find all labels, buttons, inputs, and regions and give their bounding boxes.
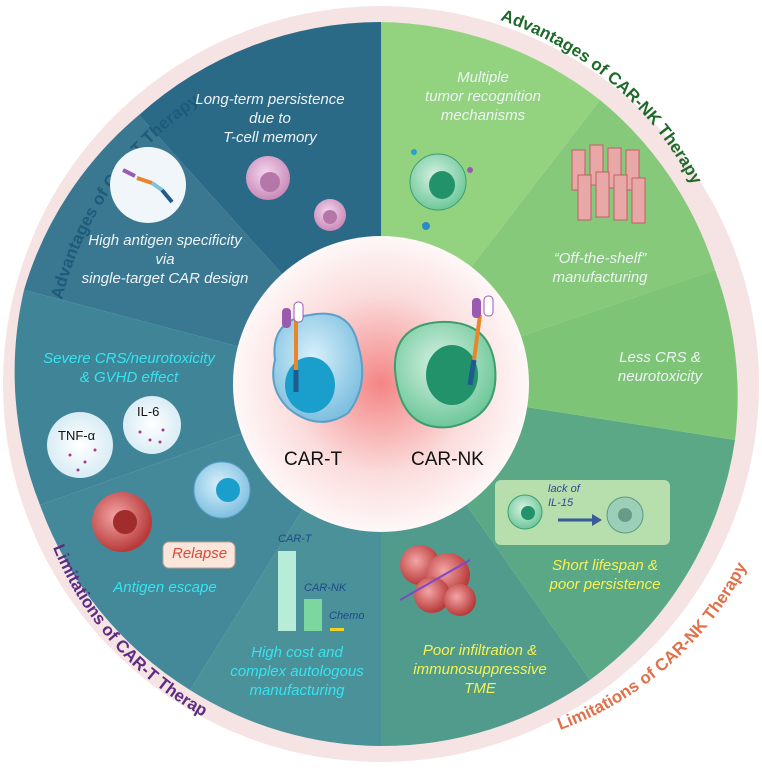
center-label-carnk: CAR-NK xyxy=(411,449,484,470)
label-carnk-offshelf: “Off-the-shelf”manufacturing xyxy=(552,250,648,286)
center-circle xyxy=(233,236,529,532)
tnf-circle-icon xyxy=(47,412,113,478)
relapse-label: Relapse xyxy=(172,545,228,562)
car-t-cell-icon xyxy=(272,301,364,423)
il6-circle-icon xyxy=(123,396,181,454)
tumor-cluster-icon xyxy=(399,545,476,616)
memory-t-cells-icon xyxy=(246,156,346,231)
tnf-label: TNF-α xyxy=(58,428,96,443)
chart-label-carnk: CAR-NK xyxy=(304,582,347,594)
il6-label: IL-6 xyxy=(137,404,160,419)
bar-chemo xyxy=(330,628,344,631)
nk-recognition-cell-icon xyxy=(409,149,473,230)
center-label-cart: CAR-T xyxy=(284,449,343,470)
bar-carnk xyxy=(304,599,322,631)
car-construct-icon xyxy=(110,147,186,223)
arrow-head-icon xyxy=(592,514,602,526)
chart-label-cart: CAR-T xyxy=(278,533,312,545)
label-carnk-crs: Less CRS &neurotoxicity xyxy=(617,349,703,385)
car-construct-glyph-icon xyxy=(122,168,174,204)
label-antigen-escape: Antigen escape xyxy=(113,579,217,596)
cytokine-dots-icon xyxy=(68,428,165,472)
relapse-box xyxy=(162,541,236,569)
tumor-cell-icon xyxy=(92,492,152,552)
car-t-escape-cell-icon xyxy=(193,461,251,519)
label-carnk-lifespan: Short lifespan &poor persistence xyxy=(549,557,661,593)
bar-cart xyxy=(278,551,296,631)
label-cart-crs: Severe CRS/neurotoxicity& GVHD effect xyxy=(43,350,215,386)
dead-nk-cell-icon xyxy=(606,496,644,534)
nk-lifespan-cell-icon xyxy=(507,494,543,530)
chart-label-chemo: Chemo xyxy=(329,610,365,622)
vials-icon xyxy=(571,144,646,224)
car-nk-cell-icon xyxy=(393,295,497,429)
